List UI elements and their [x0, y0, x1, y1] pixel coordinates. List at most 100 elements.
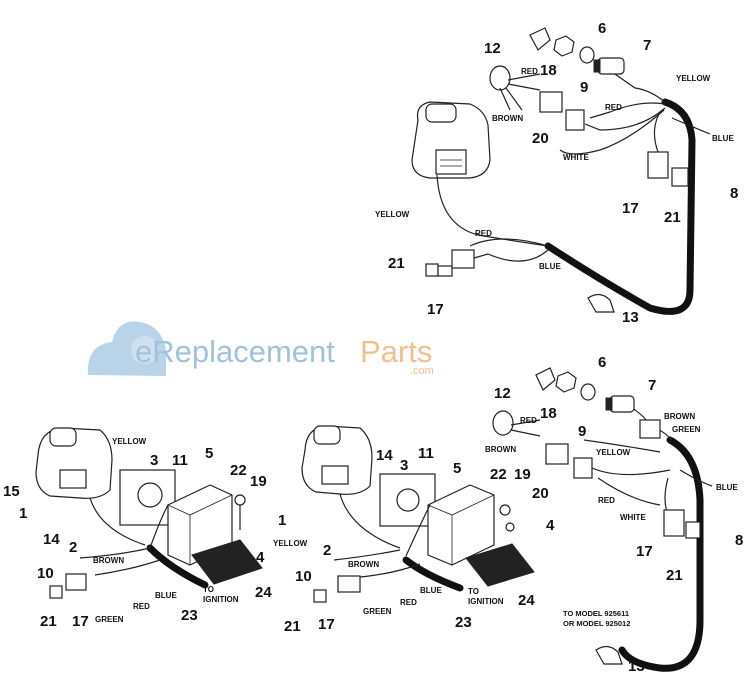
bm-part-17-switch-icon: [337, 575, 361, 593]
top-part-21-knob-icon: [425, 263, 453, 277]
br-callout-7: 7: [648, 377, 656, 394]
bm-callout-10: 10: [295, 568, 312, 585]
bl-callout-24: 24: [255, 584, 272, 601]
bm-part-19-bolt-icon: [499, 504, 511, 516]
br-part-20-plug-icon: [545, 443, 569, 465]
bl-callout-2: 2: [69, 539, 77, 556]
bm-label-blue: BLUE: [420, 586, 442, 595]
br-part-harness-plug-icon: [573, 457, 593, 479]
top-label-white: WHITE: [563, 153, 589, 162]
bl-label-blue: BLUE: [155, 591, 177, 600]
br-label-green: GREEN: [672, 425, 701, 434]
bm-callout-17: 17: [318, 616, 335, 633]
bl-callout-5: 5: [205, 445, 213, 462]
watermark-logo-icon: [87, 321, 166, 376]
bl-part-21-knob-icon: [49, 585, 63, 599]
top-callout-20: 20: [532, 130, 549, 147]
br-label-yellow: YELLOW: [596, 448, 631, 457]
br-callout-6: 6: [598, 354, 606, 371]
bm-label-brown: BROWN: [348, 560, 379, 569]
watermark-brand-orange: Parts: [360, 334, 432, 369]
bm-label-to: TO: [468, 587, 479, 596]
br-label-brown-1: BROWN: [485, 445, 516, 454]
watermark: eReplacement Parts .com: [87, 321, 434, 377]
bl-callout-22: 22: [230, 462, 247, 479]
bm-part-4-washer-icon: [505, 522, 515, 532]
br-label-red-2: RED: [598, 496, 615, 505]
top-callout-17-lower: 17: [427, 301, 444, 318]
top-callout-21: 21: [664, 209, 681, 226]
bl-callout-4: 4: [256, 549, 265, 566]
top-part-7-switch-icon: [593, 57, 625, 75]
bm-callout-23: 23: [455, 614, 472, 631]
top-wire-harness: [544, 98, 696, 315]
top-callout-9: 9: [580, 79, 588, 96]
br-label-red: RED: [520, 416, 537, 425]
top-label-yellow-1: YELLOW: [676, 74, 711, 83]
top-part-18-connector-icon: [489, 65, 541, 111]
bl-callout-17: 17: [72, 613, 89, 630]
br-callout-12: 12: [494, 385, 511, 402]
bl-label-brown: BROWN: [93, 556, 124, 565]
br-callout-9: 9: [578, 423, 586, 440]
bottom-middle-diagram: 14 11 3 5 1 22 19 2 4 10 24 21 17 23 YEL…: [273, 425, 555, 635]
top-part-17-switch-icon: [647, 151, 689, 187]
bm-label-yellow: YELLOW: [273, 539, 308, 548]
br-wire-harness: [618, 436, 704, 672]
bm-callout-19: 19: [514, 466, 531, 483]
bl-label-red: RED: [133, 602, 150, 611]
br-part-12-bracket-icon: [535, 367, 556, 391]
bl-engine: [35, 427, 113, 499]
bl-label-yellow: YELLOW: [112, 437, 147, 446]
br-part-9-washer-icon: [580, 383, 596, 401]
br-label-blue: BLUE: [716, 483, 738, 492]
top-part-20-plug-icon: [539, 91, 563, 113]
bl-part-17-switch-icon: [65, 573, 87, 591]
bl-callout-21: 21: [40, 613, 57, 630]
top-engine-shroud: [411, 101, 491, 179]
bm-part-5-battery-icon: [427, 484, 495, 566]
br-part-17-switch-icon: [663, 509, 701, 539]
bm-part-24-mat-icon: [465, 543, 535, 587]
top-label-red-3: RED: [475, 229, 492, 238]
bottom-left-diagram: 3 11 5 15 1 22 19 14 2 10 4 24 23 21 17 …: [3, 427, 272, 630]
bl-callout-14: 14: [43, 531, 60, 548]
top-callout-13: 13: [622, 309, 639, 326]
br-part-6-nut-icon: [555, 371, 577, 393]
bl-part-24-mat-icon: [191, 539, 263, 585]
top-callout-7: 7: [643, 37, 651, 54]
bm-callout-3: 3: [400, 457, 408, 474]
bl-callout-15: 15: [3, 483, 20, 500]
bm-callout-14: 14: [376, 447, 393, 464]
bm-label-red: RED: [400, 598, 417, 607]
top-part-12-bracket-icon: [529, 27, 551, 51]
bm-callout-21: 21: [284, 618, 301, 635]
top-part-13-clip-icon: [587, 293, 615, 313]
top-part-harness-plug-icon: [565, 109, 585, 131]
bl-callout-10: 10: [37, 565, 54, 582]
bm-label-ignition: IGNITION: [468, 597, 504, 606]
br-callout-17: 17: [636, 543, 653, 560]
br-part-front-connector-icon: [639, 419, 661, 439]
br-label-white: WHITE: [620, 513, 646, 522]
bl-callout-3: 3: [150, 452, 158, 469]
top-callout-12: 12: [484, 40, 501, 57]
top-callout-8: 8: [730, 185, 738, 202]
top-callout-17: 17: [622, 200, 639, 217]
bl-callout-19: 19: [250, 473, 267, 490]
top-part-9-washer-icon: [579, 46, 595, 64]
bm-label-green: GREEN: [363, 607, 392, 616]
watermark-brand-blue: eReplacement: [135, 334, 335, 369]
br-part-7-switch-icon: [605, 395, 635, 413]
br-callout-20: 20: [532, 485, 549, 502]
br-callout-8: 8: [735, 532, 743, 549]
bl-label-green: GREEN: [95, 615, 124, 624]
top-part-17-lower-switch-icon: [451, 249, 489, 269]
top-label-red-2: RED: [605, 103, 622, 112]
br-callout-18: 18: [540, 405, 557, 422]
bm-wire-harness: [402, 556, 464, 592]
br-part-13-clip-icon: [595, 645, 623, 665]
bl-label-to: TO: [203, 585, 214, 594]
br-callout-21: 21: [666, 567, 683, 584]
